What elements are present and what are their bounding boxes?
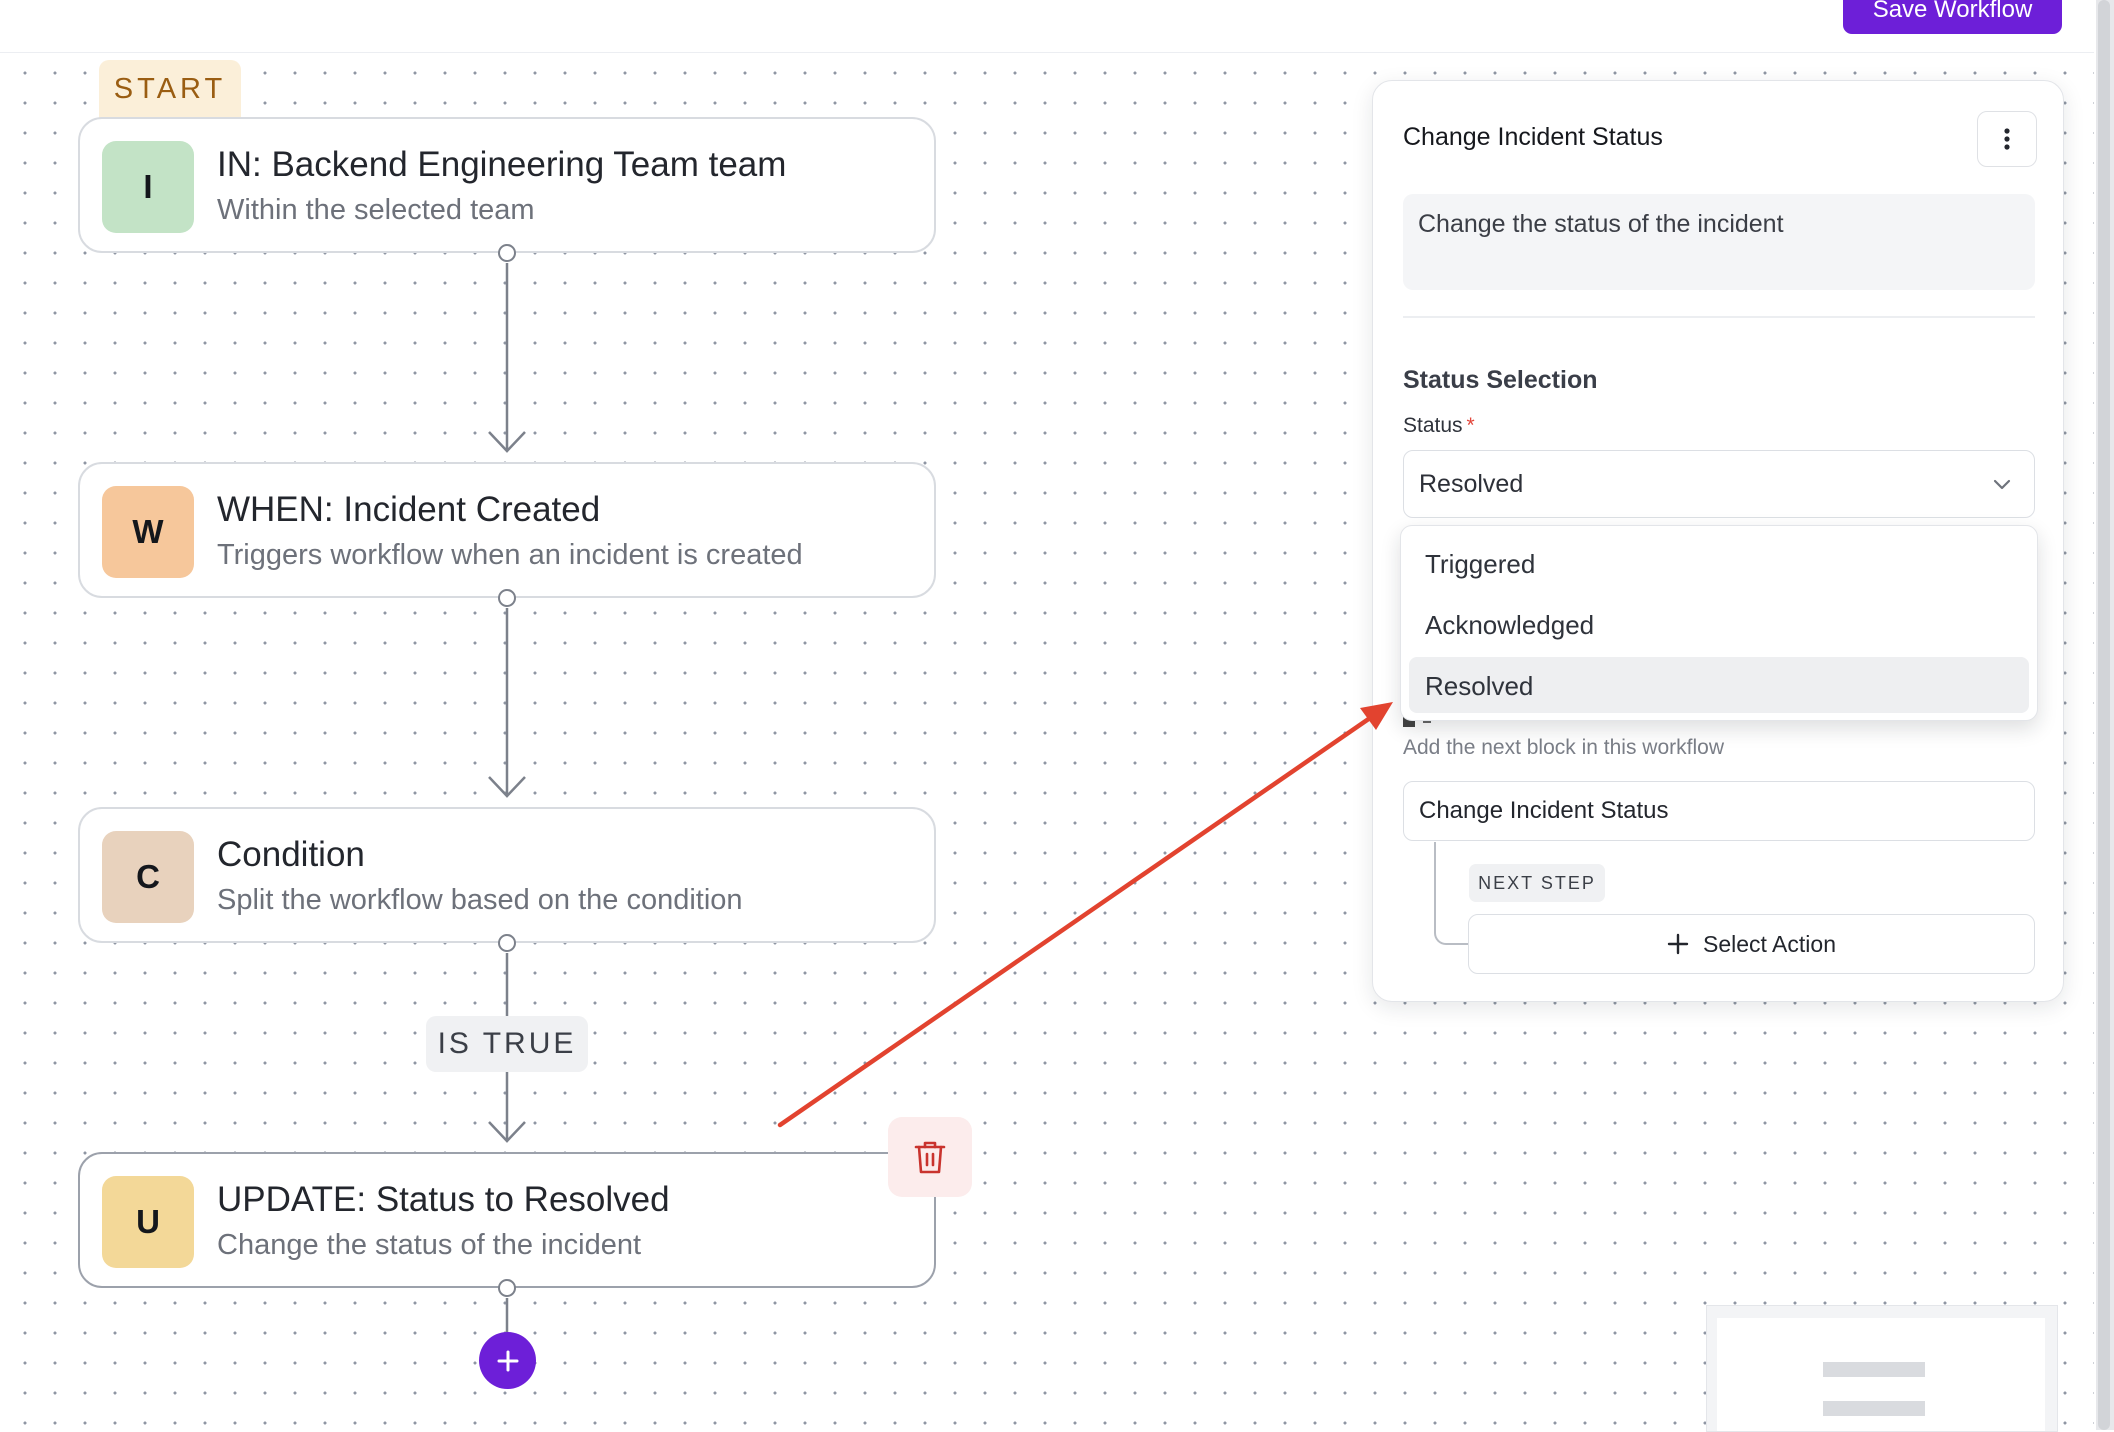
- tree-connector: [1434, 842, 1470, 945]
- node-subtitle: Split the workflow based on the conditio…: [217, 884, 743, 916]
- status-option-acknowledged[interactable]: Acknowledged: [1409, 596, 2029, 652]
- minimap-node: [1823, 1362, 1925, 1377]
- description-field[interactable]: Change the status of the incident: [1403, 194, 2035, 290]
- minimap-node: [1823, 1401, 1925, 1416]
- next-block-value: Change Incident Status: [1419, 797, 1669, 824]
- node-avatar: I: [102, 141, 194, 233]
- minimap-viewport: [1717, 1318, 2045, 1431]
- node-avatar: C: [102, 831, 194, 923]
- section-title: Status Selection: [1403, 366, 1598, 394]
- divider: [1403, 316, 2035, 318]
- status-select-value: Resolved: [1419, 470, 1524, 498]
- status-select[interactable]: Resolved: [1403, 450, 2035, 518]
- add-step-button[interactable]: [479, 1332, 536, 1389]
- option-label: Resolved: [1425, 671, 1534, 701]
- edge-2-arrowhead: [488, 776, 526, 798]
- node-trigger[interactable]: W WHEN: Incident Created Triggers workfl…: [78, 462, 936, 598]
- status-label-text: Status: [1403, 414, 1463, 437]
- node-title: WHEN: Incident Created: [217, 490, 601, 529]
- option-label: Triggered: [1425, 549, 1536, 579]
- node-avatar: W: [102, 486, 194, 578]
- edge-3-arrowhead: [488, 1121, 526, 1143]
- required-mark: *: [1466, 414, 1475, 437]
- node-subtitle: Within the selected team: [217, 194, 535, 226]
- next-block-description: Add the next block in this workflow: [1403, 736, 1724, 759]
- delete-node-button[interactable]: [888, 1117, 972, 1197]
- save-workflow-button[interactable]: Save Workflow: [1843, 0, 2062, 34]
- scrollbar-thumb[interactable]: [2098, 0, 2110, 1430]
- select-action-label: Select Action: [1703, 930, 1836, 957]
- node-avatar: U: [102, 1176, 194, 1268]
- next-block-field[interactable]: Change Incident Status: [1403, 781, 2035, 841]
- output-port[interactable]: [498, 1279, 516, 1297]
- more-options-button[interactable]: [1977, 111, 2037, 167]
- status-dropdown-menu: Triggered Acknowledged Resolved: [1400, 525, 2038, 721]
- plus-icon: [497, 1350, 518, 1371]
- condition-true-label: IS TRUE: [426, 1016, 588, 1072]
- node-title: Condition: [217, 835, 365, 874]
- status-option-resolved[interactable]: Resolved: [1409, 657, 2029, 713]
- node-team-filter[interactable]: I IN: Backend Engineering Team team With…: [78, 117, 936, 253]
- node-subtitle: Change the status of the incident: [217, 1229, 642, 1261]
- start-badge: START: [99, 60, 241, 118]
- chevron-down-icon: [1993, 479, 2011, 490]
- minimap[interactable]: [1706, 1305, 2058, 1432]
- description-text: Change the status of the incident: [1418, 210, 1784, 238]
- trash-icon: [914, 1141, 946, 1174]
- next-step-chip: NEXT STEP: [1469, 864, 1605, 902]
- option-label: Acknowledged: [1425, 610, 1595, 640]
- output-port[interactable]: [498, 589, 516, 607]
- status-label: Status*: [1403, 414, 1475, 438]
- edge-1-arrowhead: [488, 431, 526, 453]
- node-condition[interactable]: C Condition Split the workflow based on …: [78, 807, 936, 943]
- kebab-menu-icon: [2004, 128, 2010, 150]
- node-subtitle: Triggers workflow when an incident is cr…: [217, 539, 803, 571]
- plus-icon: [1667, 933, 1689, 955]
- output-port[interactable]: [498, 244, 516, 262]
- node-title: IN: Backend Engineering Team team: [217, 145, 787, 184]
- top-toolbar: Save Workflow: [0, 0, 2094, 53]
- node-title: UPDATE: Status to Resolved: [217, 1180, 670, 1219]
- status-option-triggered[interactable]: Triggered: [1409, 535, 2029, 591]
- select-action-button[interactable]: Select Action: [1468, 914, 2035, 974]
- output-port[interactable]: [498, 934, 516, 952]
- panel-title: Change Incident Status: [1403, 123, 1663, 151]
- node-update-status[interactable]: U UPDATE: Status to Resolved Change the …: [78, 1152, 936, 1288]
